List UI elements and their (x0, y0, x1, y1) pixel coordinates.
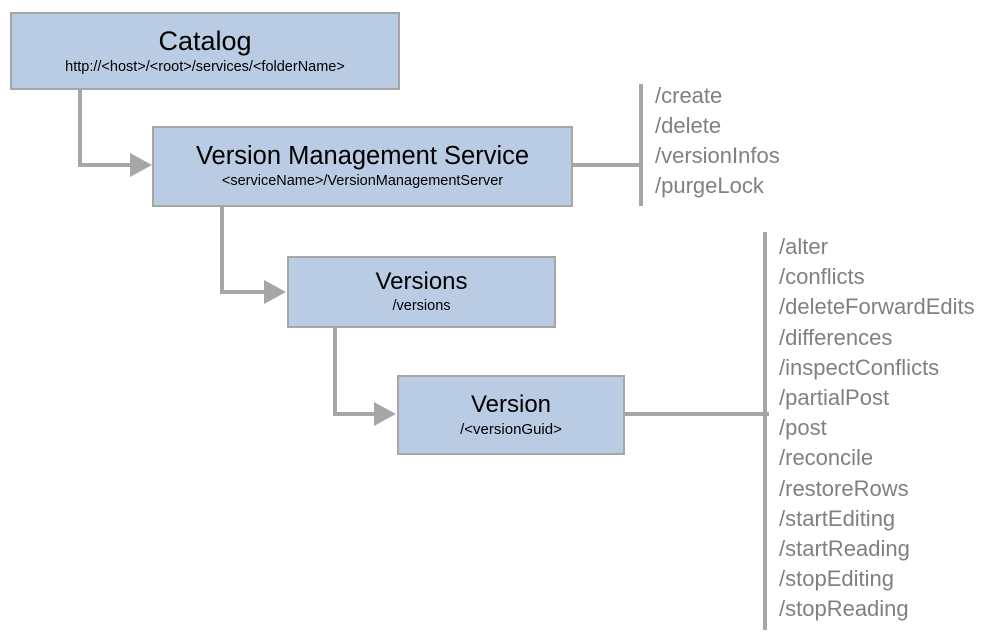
operation-item: /versionInfos (655, 143, 780, 168)
operation-item: /purgeLock (655, 173, 764, 198)
node-version-management-service-subtitle: <serviceName>/VersionManagementServer (221, 173, 504, 190)
operation-group-service: /create /delete /versionInfos /purgeLock (639, 81, 780, 206)
connector-service-to-versions-horizontal (220, 290, 266, 294)
operation-group-version-list: /alter /conflicts /deleteForwardEdits /d… (767, 232, 975, 630)
node-catalog-title: Catalog (158, 25, 252, 56)
operation-item: /deleteForwardEdits (779, 294, 975, 320)
node-versions-subtitle: /versions (392, 298, 451, 315)
node-version: Version /<versionGuid> (397, 375, 625, 455)
operation-item: /startEditing (779, 505, 896, 531)
connector-versions-to-version-vertical (333, 328, 337, 416)
operation-item: /inspectConflicts (779, 354, 940, 380)
connector-service-to-operations (573, 163, 643, 167)
node-versions-title: Versions (375, 268, 468, 296)
connector-catalog-to-service-vertical (78, 90, 82, 167)
connector-catalog-to-service-horizontal (78, 163, 132, 167)
operation-group-service-list: /create /delete /versionInfos /purgeLock (643, 81, 780, 206)
node-catalog: Catalog http://<host>/<root>/services/<f… (10, 12, 400, 90)
operation-item: /stopReading (779, 596, 909, 622)
operation-item: /differences (779, 324, 893, 350)
operation-item: /post (779, 415, 827, 441)
node-version-title: Version (470, 390, 552, 418)
operation-group-service-bar (639, 84, 643, 206)
node-version-management-service-title: Version Management Service (195, 141, 530, 170)
operation-item: /create (655, 83, 723, 108)
operation-group-version-bar (763, 232, 767, 630)
operation-group-version: /alter /conflicts /deleteForwardEdits /d… (763, 232, 975, 630)
operation-item: /conflicts (779, 264, 865, 290)
node-version-management-service: Version Management Service <serviceName>… (152, 126, 573, 207)
operation-item: /delete (655, 113, 722, 138)
connector-service-to-versions-vertical (220, 207, 224, 294)
operation-item: /partialPost (779, 385, 890, 411)
node-catalog-subtitle: http://<host>/<root>/services/<folderNam… (65, 58, 345, 75)
operation-item: /alter (779, 234, 828, 259)
connector-versions-to-version-horizontal (333, 412, 376, 416)
connector-version-to-operations (625, 412, 769, 416)
node-versions: Versions /versions (287, 256, 556, 328)
operation-item: /startReading (779, 536, 910, 562)
operation-item: /stopEditing (779, 566, 894, 592)
operation-item: /reconcile (779, 445, 874, 471)
arrowhead-catalog-to-service (130, 153, 152, 177)
node-version-subtitle: /<versionGuid> (460, 420, 562, 438)
arrowhead-versions-to-version (374, 402, 396, 426)
arrowhead-service-to-versions (264, 280, 286, 304)
operation-item: /restoreRows (779, 475, 909, 501)
